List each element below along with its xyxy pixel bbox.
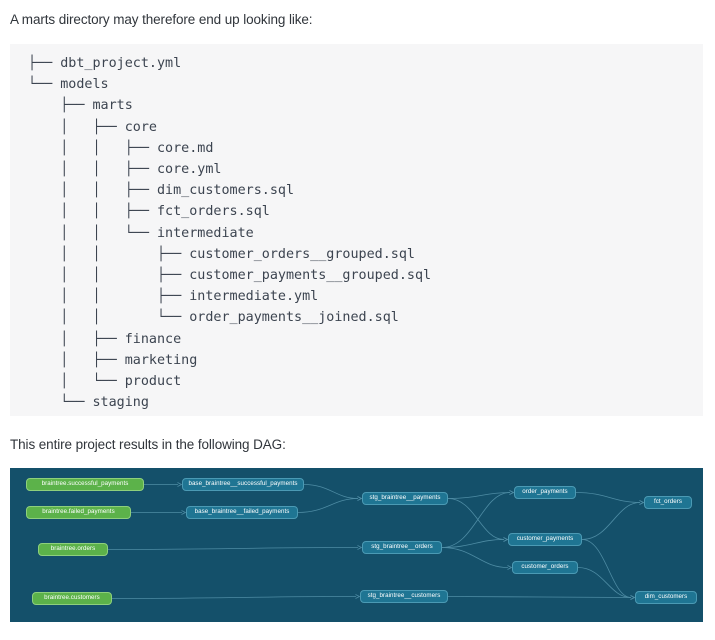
dag-edge-order_payments-to-fct_orders [575,492,641,503]
dag-node-label: order_payments [522,488,568,496]
dag-arrowhead [177,482,183,487]
dag-node-customer_orders[interactable]: customer_orders [512,561,578,574]
dag-node-braintree_successful_payments[interactable]: braintree.successful_payments [26,478,144,491]
dag-node-braintree_customers[interactable]: braintree.customers [32,592,112,605]
dag-node-stg_braintree__payments[interactable]: stg_braintree__payments [362,492,448,505]
dag-node-label: dim_customers [644,593,688,601]
dag-node-label: stg_braintree__customers [367,592,441,600]
dag-edge-braintree_orders-to-stg_braintree__orders [107,547,359,550]
dag-node-braintree_failed_payments[interactable]: braintree.failed_payments [26,506,131,519]
dag-edge-base_braintree__successful_payments-to-stg_braintree__payments [303,484,359,499]
dag-edge-layer [107,482,645,600]
dag-node-label: stg_braintree__payments [369,494,441,502]
directory-tree-text: ├── dbt_project.yml └── models ├── marts… [28,56,432,411]
dag-node-label: base_braintree__successful_payments [188,480,298,488]
directory-tree-code-block: ├── dbt_project.yml └── models ├── marts… [10,44,703,416]
dag-node-stg_braintree__customers[interactable]: stg_braintree__customers [360,590,448,603]
dag-edge-customer_payments-to-fct_orders [581,502,641,540]
dag-arrowhead [639,500,645,505]
intro-paragraph-dag: This entire project results in the follo… [10,437,286,452]
dag-node-label: fct_orders [653,498,682,506]
dag-edge-customer_orders-to-dim_customers [577,567,632,598]
dag-arrowhead [357,496,363,501]
dag-node-customer_payments[interactable]: customer_payments [508,533,582,546]
dag-arrowhead [507,565,513,570]
dag-node-stg_braintree__orders[interactable]: stg_braintree__orders [362,541,442,554]
dag-node-label: base_braintree__failed_payments [194,508,290,516]
dag-edge-stg_braintree__orders-to-order_payments [441,492,511,548]
dag-node-base_braintree__successful_payments[interactable]: base_braintree__successful_payments [182,478,304,491]
dag-node-label: customer_orders [521,563,569,571]
dag-arrowhead [509,490,515,495]
dag-edge-stg_braintree__payments-to-order_payments [447,492,511,499]
dag-arrowhead [503,537,509,542]
dag-edge-braintree_customers-to-stg_braintree__customers [111,596,357,599]
dag-node-base_braintree__failed_payments[interactable]: base_braintree__failed_payments [186,506,298,519]
dag-edge-stg_braintree__orders-to-customer_payments [441,539,505,548]
intro-paragraph-marts-directory: A marts directory may therefore end up l… [10,12,313,27]
dag-node-order_payments[interactable]: order_payments [514,486,576,499]
dag-edge-stg_braintree__payments-to-customer_payments [447,498,505,540]
dag-edge-customer_payments-to-dim_customers [581,539,632,598]
dag-edge-stg_braintree__customers-to-dim_customers [447,596,632,598]
dag-arrowhead [181,510,187,515]
dag-node-fct_orders[interactable]: fct_orders [644,496,692,509]
dag-arrowhead [630,595,636,600]
dag-edge-base_braintree__failed_payments-to-stg_braintree__payments [297,498,359,513]
dag-node-label: customer_payments [516,535,574,543]
dag-node-label: braintree.successful_payments [41,480,129,488]
dag-node-label: braintree.orders [50,545,96,553]
dag-node-dim_customers[interactable]: dim_customers [635,591,697,604]
dag-edge-stg_braintree__orders-to-customer_orders [441,547,509,568]
dag-node-braintree_orders[interactable]: braintree.orders [38,543,108,556]
dag-node-label: stg_braintree__orders [371,543,433,551]
dag-arrowhead [357,545,363,550]
dag-node-label: braintree.failed_payments [42,508,115,516]
dag-arrowhead [355,594,361,599]
dag-node-label: braintree.customers [44,594,100,602]
dag-diagram: braintree.successful_payments braintree.f… [10,468,703,622]
